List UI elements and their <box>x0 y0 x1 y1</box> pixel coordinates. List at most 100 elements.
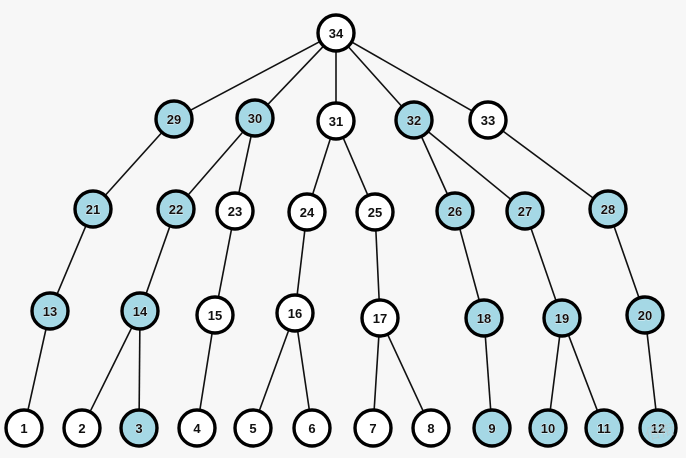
node-label: 6 <box>308 421 315 436</box>
node-circle-marked[interactable] <box>505 191 545 231</box>
node-circle-marked[interactable] <box>119 408 159 448</box>
node-label: 5 <box>249 421 256 436</box>
tree-node-3[interactable]: 3 <box>119 408 159 448</box>
tree-node-30[interactable]: 30 <box>235 98 275 138</box>
tree-edge <box>427 131 512 200</box>
tree-node-10[interactable]: 10 <box>528 408 568 448</box>
node-circle-plain[interactable] <box>195 295 235 335</box>
node-circle-marked[interactable] <box>435 191 475 231</box>
node-label: 13 <box>43 304 57 319</box>
node-circle-plain[interactable] <box>292 408 332 448</box>
node-label: 12 <box>651 421 665 436</box>
node-label: 1 <box>20 421 27 436</box>
node-circle-marked[interactable] <box>235 98 275 138</box>
node-label: 18 <box>477 311 491 326</box>
tree-node-21[interactable]: 21 <box>73 189 113 229</box>
node-circle-plain[interactable] <box>316 13 356 53</box>
tree-node-13[interactable]: 13 <box>30 291 70 331</box>
node-circle-plain[interactable] <box>355 192 395 232</box>
node-label: 3 <box>135 421 142 436</box>
node-label: 11 <box>597 421 611 436</box>
node-label: 7 <box>369 421 376 436</box>
tree-node-9[interactable]: 9 <box>472 408 512 448</box>
node-circle-marked[interactable] <box>542 298 582 338</box>
tree-node-19[interactable]: 19 <box>542 298 582 338</box>
tree-node-18[interactable]: 18 <box>464 298 504 338</box>
node-circle-marked[interactable] <box>584 408 624 448</box>
tree-node-16[interactable]: 16 <box>275 293 315 333</box>
tree-node-32[interactable]: 32 <box>394 100 434 140</box>
node-circle-marked[interactable] <box>588 189 628 229</box>
node-circle-plain[interactable] <box>316 101 356 141</box>
watermark-text: 佰衔 <box>644 421 677 444</box>
tree-node-29[interactable]: 29 <box>154 99 194 139</box>
tree-edge <box>238 135 252 194</box>
node-circle-plain[interactable] <box>353 408 393 448</box>
node-circle-marked[interactable] <box>394 100 434 140</box>
tree-node-20[interactable]: 20 <box>625 295 665 335</box>
node-label: 16 <box>288 306 302 321</box>
node-circle-plain[interactable] <box>62 408 102 448</box>
node-circle-plain[interactable] <box>360 298 400 338</box>
node-label: 15 <box>208 308 222 323</box>
tree-node-33[interactable]: 33 <box>468 100 508 140</box>
tree-node-2[interactable]: 2 <box>62 408 102 448</box>
node-circle-plain[interactable] <box>215 191 255 231</box>
tree-node-6[interactable]: 6 <box>292 408 332 448</box>
tree-node-27[interactable]: 27 <box>505 191 545 231</box>
tree-node-1[interactable]: 1 <box>4 408 44 448</box>
tree-node-5[interactable]: 5 <box>233 408 273 448</box>
tree-edge <box>89 327 133 412</box>
node-circle-marked[interactable] <box>528 408 568 448</box>
node-circle-plain[interactable] <box>411 408 451 448</box>
node-circle-marked[interactable] <box>154 99 194 139</box>
tree-node-25[interactable]: 25 <box>355 192 395 232</box>
tree-node-12[interactable]: 12 <box>638 408 678 448</box>
node-label: 19 <box>555 311 569 326</box>
node-circle-marked[interactable] <box>464 298 504 338</box>
tree-edge <box>217 229 233 297</box>
tree-node-11[interactable]: 11 <box>584 408 624 448</box>
node-circle-plain[interactable] <box>468 100 508 140</box>
node-circle-marked[interactable] <box>73 189 113 229</box>
node-label: 30 <box>248 111 262 126</box>
tree-node-34[interactable]: 34 <box>316 13 356 53</box>
tree-node-22[interactable]: 22 <box>156 189 196 229</box>
tree-edge <box>502 130 594 199</box>
tree-node-28[interactable]: 28 <box>588 189 628 229</box>
node-label: 24 <box>300 205 315 220</box>
tree-node-24[interactable]: 24 <box>287 192 327 232</box>
tree-node-31[interactable]: 31 <box>316 101 356 141</box>
tree-node-15[interactable]: 15 <box>195 295 235 335</box>
tree-edge <box>311 138 332 195</box>
node-circle-plain[interactable] <box>177 408 217 448</box>
node-circle-marked[interactable] <box>625 295 665 335</box>
node-label: 23 <box>228 204 242 219</box>
tree-edge <box>484 336 492 410</box>
tree-edge <box>199 333 213 410</box>
tree-edge <box>138 329 141 410</box>
node-circle-marked[interactable] <box>156 189 196 229</box>
tree-node-26[interactable]: 26 <box>435 191 475 231</box>
node-label: 20 <box>638 308 652 323</box>
tree-edge <box>347 46 403 107</box>
node-label: 33 <box>481 113 495 128</box>
node-label: 4 <box>193 421 201 436</box>
tree-node-17[interactable]: 17 <box>360 298 400 338</box>
node-circle-plain[interactable] <box>275 293 315 333</box>
node-circle-plain[interactable] <box>4 408 44 448</box>
node-circle-marked[interactable] <box>472 408 512 448</box>
node-circle-marked[interactable] <box>30 291 70 331</box>
node-circle-marked[interactable] <box>638 408 678 448</box>
tree-edge <box>267 45 324 106</box>
node-circle-marked[interactable] <box>120 291 160 331</box>
tree-edge <box>296 331 311 410</box>
tree-node-7[interactable]: 7 <box>353 408 393 448</box>
node-circle-plain[interactable] <box>233 408 273 448</box>
node-circle-plain[interactable] <box>287 192 327 232</box>
tree-node-14[interactable]: 14 <box>120 291 160 331</box>
tree-node-4[interactable]: 4 <box>177 408 217 448</box>
tree-node-23[interactable]: 23 <box>215 191 255 231</box>
node-label: 31 <box>329 114 343 129</box>
tree-node-8[interactable]: 8 <box>411 408 451 448</box>
